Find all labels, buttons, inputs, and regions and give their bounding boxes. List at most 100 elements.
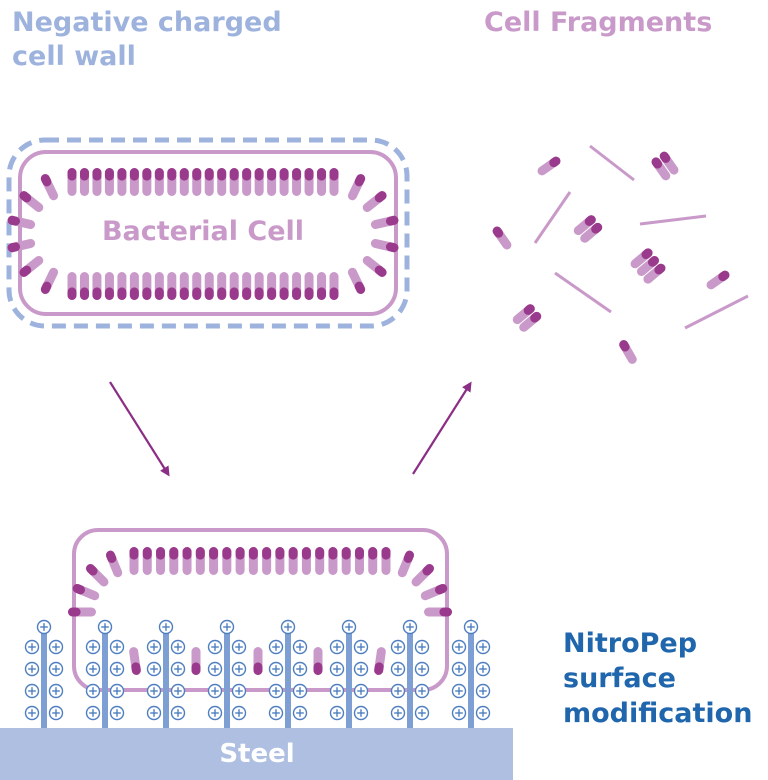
positive-charge-icon: [97, 619, 113, 635]
fragment-lipid: [492, 226, 512, 250]
nitropep-post: [102, 632, 108, 730]
lipid: [288, 547, 298, 575]
lipid: [192, 272, 202, 300]
positive-charge-icon: [146, 661, 162, 677]
positive-charge-icon: [170, 661, 186, 677]
fragment-cluster: [573, 215, 603, 243]
nitropep-post: [224, 632, 230, 730]
positive-charge-icon: [292, 661, 308, 677]
positive-charge-icon: [24, 683, 40, 699]
lipid: [397, 550, 415, 578]
cell-fragments: [492, 144, 749, 364]
nitropep-post: [285, 632, 291, 730]
positive-charge-icon: [85, 683, 101, 699]
lipid: [242, 272, 252, 300]
positive-charge-icon: [207, 661, 223, 677]
fragment-cluster: [630, 248, 666, 284]
lipid: [104, 168, 114, 196]
lipid: [19, 255, 44, 277]
lipid: [19, 191, 44, 213]
lipid: [304, 272, 314, 300]
positive-charge-icon: [463, 619, 479, 635]
lipid: [68, 607, 96, 617]
lipid: [117, 168, 127, 196]
steel-surface: [0, 728, 513, 780]
positive-charge-icon: [109, 639, 125, 655]
positive-charge-icon: [329, 661, 345, 677]
lipid: [129, 647, 141, 675]
lipid: [222, 547, 232, 575]
positive-charge-icon: [390, 639, 406, 655]
lipid: [92, 168, 102, 196]
positive-charge-icon: [219, 619, 235, 635]
positive-charge-icon: [414, 683, 430, 699]
lipid: [354, 547, 364, 575]
positive-charge-icon: [109, 705, 125, 721]
lipid: [86, 564, 109, 587]
lipid: [362, 191, 387, 213]
positive-charge-icon: [475, 705, 491, 721]
lipid: [248, 547, 258, 575]
lipid: [370, 215, 399, 230]
positive-charge-icon: [85, 661, 101, 677]
lipid: [129, 272, 139, 300]
positive-charge-icon: [451, 639, 467, 655]
lipid: [142, 272, 152, 300]
bacterial-cell-top: Bacterial Cell: [6, 137, 410, 329]
positive-charge-icon: [85, 639, 101, 655]
lipid: [104, 272, 114, 300]
positive-charge-icon: [329, 683, 345, 699]
positive-charge-icon: [48, 683, 64, 699]
positive-charge-icon: [48, 639, 64, 655]
membrane-lipid-ring-top: [7, 168, 399, 300]
lipid: [179, 272, 189, 300]
positive-charge-icon: [146, 639, 162, 655]
lipid: [117, 272, 127, 300]
lipid: [72, 583, 100, 601]
positive-charge-icon: [109, 661, 125, 677]
positive-charge-icon: [268, 683, 284, 699]
fragment-lipid: [651, 157, 671, 181]
lipid: [105, 550, 123, 578]
fragment-cluster: [512, 304, 542, 332]
fragment-strand: [639, 214, 707, 226]
positive-charge-icon: [170, 639, 186, 655]
fragment-lipid: [519, 311, 542, 332]
lipid: [229, 272, 239, 300]
bacterial-cell-bottom: [68, 528, 452, 692]
positive-charge-icon: [231, 683, 247, 699]
positive-charge-icon: [280, 619, 296, 635]
lipid: [242, 168, 252, 196]
lipid: [40, 267, 59, 294]
positive-charge-icon: [341, 619, 357, 635]
lipid: [217, 168, 227, 196]
lipid: [129, 168, 139, 196]
positive-charge-icon: [24, 639, 40, 655]
lipid: [169, 547, 179, 575]
lipid: [424, 607, 452, 617]
positive-charge-icon: [231, 705, 247, 721]
lipid: [317, 168, 327, 196]
lipid: [204, 168, 214, 196]
lipid: [254, 272, 264, 300]
positive-charge-icon: [146, 705, 162, 721]
positive-charge-icon: [158, 619, 174, 635]
nitropep-post: [41, 632, 47, 730]
steel-label: Steel: [219, 739, 294, 769]
positive-charge-icon: [268, 705, 284, 721]
fragment-lipid: [630, 248, 653, 269]
positive-charge-icon: [451, 683, 467, 699]
lipid: [156, 547, 166, 575]
lipid: [191, 647, 201, 675]
lipid: [129, 547, 139, 575]
lipid: [292, 168, 302, 196]
fragment-strand: [533, 191, 572, 244]
positive-charge-icon: [268, 639, 284, 655]
lipid: [79, 168, 89, 196]
arrow-up-icon: [412, 381, 472, 475]
lipid: [79, 272, 89, 300]
lipid: [347, 174, 366, 201]
lipid: [368, 547, 378, 575]
lipid: [292, 272, 302, 300]
positive-charge-icon: [48, 705, 64, 721]
